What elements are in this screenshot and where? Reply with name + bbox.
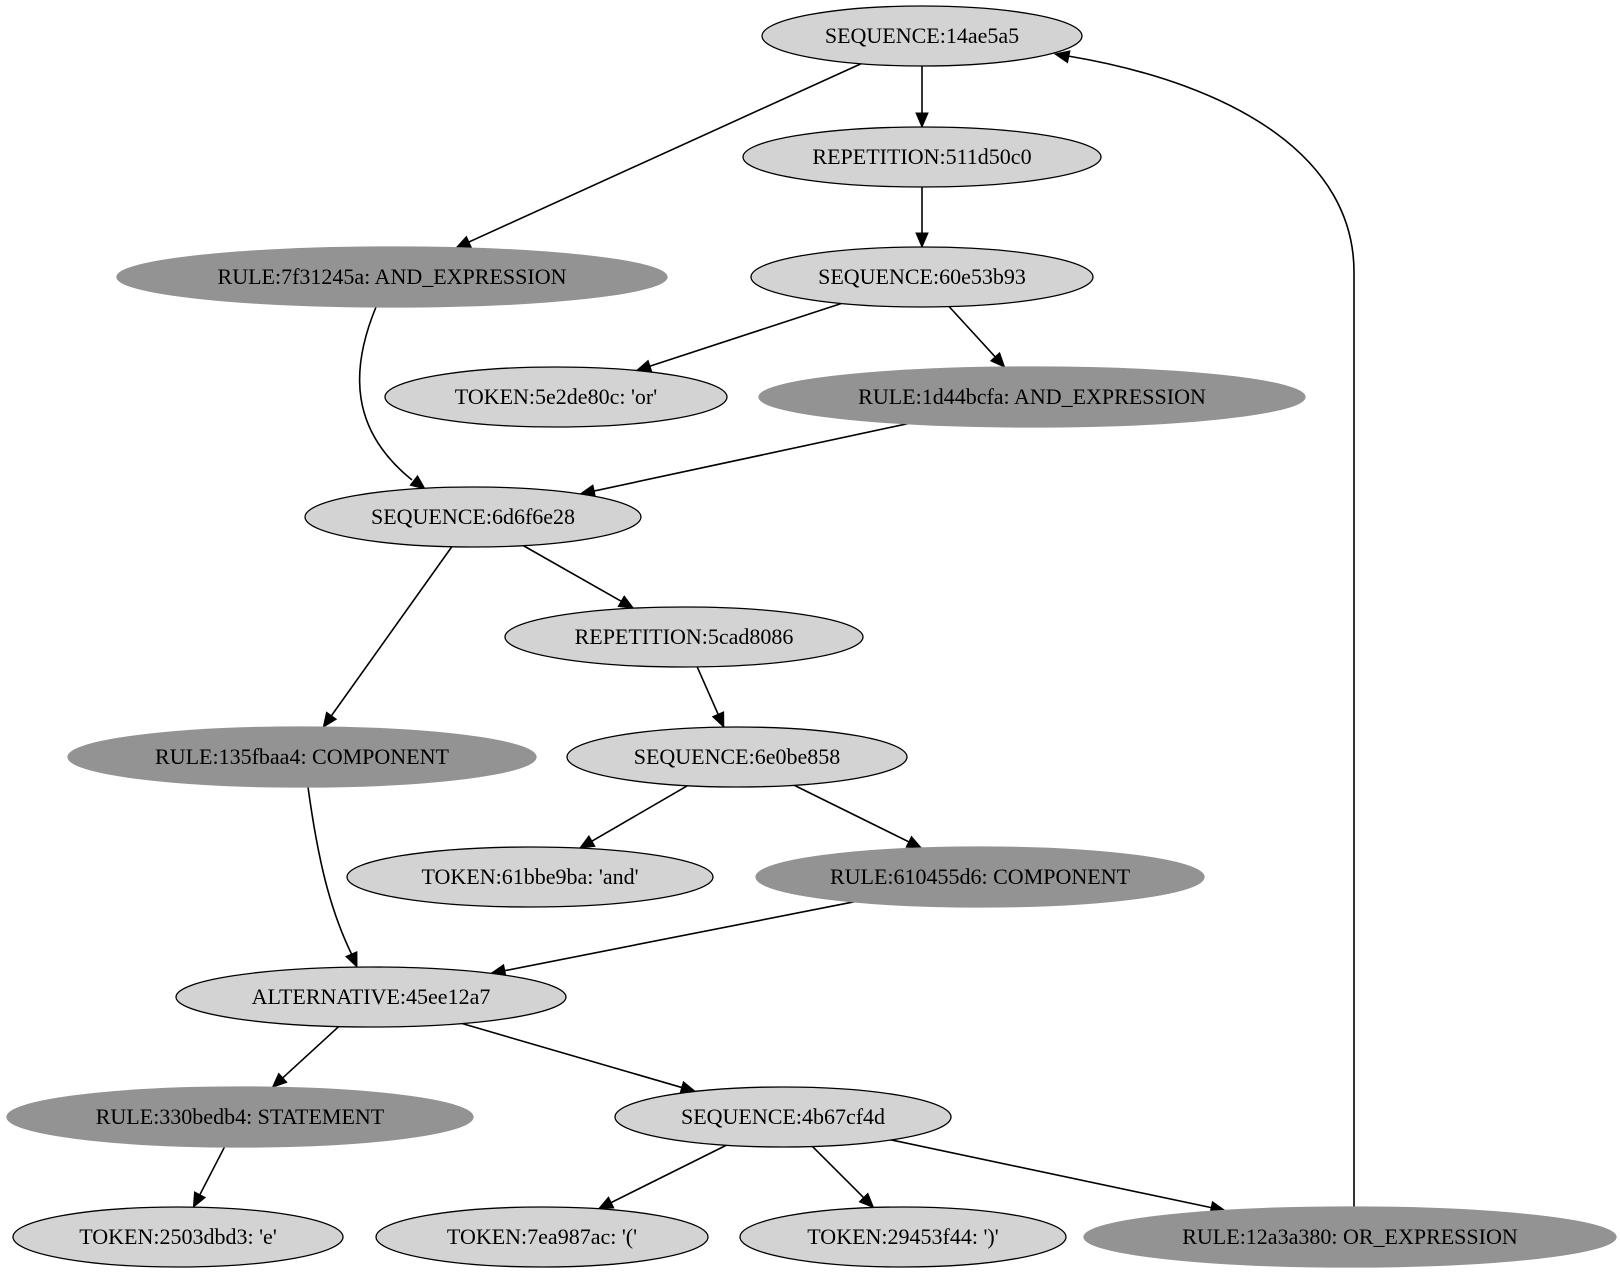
edge-seq_6e0be858-to-rule_610455d6 bbox=[793, 784, 923, 849]
node-ellipse bbox=[175, 966, 567, 1028]
edge-seq_6d6f6e28-to-rep_5cad8086 bbox=[522, 544, 635, 609]
node-ellipse bbox=[116, 246, 668, 308]
node-ellipse bbox=[504, 606, 864, 668]
node-label: RULE:610455d6: COMPONENT bbox=[830, 864, 1131, 889]
node-label: RULE:7f31245a: AND_EXPRESSION bbox=[218, 264, 567, 289]
node-label: TOKEN:29453f44: ')' bbox=[807, 1224, 998, 1249]
node-tok_5e2de80c: TOKEN:5e2de80c: 'or' bbox=[384, 366, 728, 428]
nodes-layer: SEQUENCE:14ae5a5REPETITION:511d50c0RULE:… bbox=[6, 5, 1617, 1268]
node-rep_5cad8086: REPETITION:5cad8086 bbox=[504, 606, 864, 668]
node-label: RULE:12a3a380: OR_EXPRESSION bbox=[1182, 1224, 1518, 1249]
node-ellipse bbox=[346, 846, 714, 908]
node-label: SEQUENCE:6e0be858 bbox=[634, 744, 841, 769]
node-tok_2503dbd3: TOKEN:2503dbd3: 'e' bbox=[12, 1206, 344, 1268]
node-ellipse bbox=[614, 1086, 952, 1148]
node-label: TOKEN:5e2de80c: 'or' bbox=[455, 384, 657, 409]
edge-rep_5cad8086-to-seq_6e0be858 bbox=[696, 666, 725, 729]
node-tok_61bbe9ba: TOKEN:61bbe9ba: 'and' bbox=[346, 846, 714, 908]
node-label: SEQUENCE:6d6f6e28 bbox=[371, 504, 575, 529]
node-ellipse bbox=[750, 246, 1094, 308]
node-label: RULE:135fbaa4: COMPONENT bbox=[155, 744, 449, 769]
edge-rule_330bedb4-to-tok_2503dbd3 bbox=[192, 1146, 226, 1209]
node-ellipse bbox=[739, 1206, 1067, 1268]
node-label: REPETITION:5cad8086 bbox=[575, 624, 794, 649]
node-label: TOKEN:61bbe9ba: 'and' bbox=[421, 864, 638, 889]
edge-rule_7f31245a-to-seq_6d6f6e28 bbox=[358, 306, 427, 490]
node-ellipse bbox=[761, 5, 1083, 67]
node-tok_7ea987ac: TOKEN:7ea987ac: '(' bbox=[375, 1206, 709, 1268]
edge-seq_60e53b93-to-rule_1d44bcfa bbox=[948, 306, 1006, 369]
edge-seq_6e0be858-to-tok_61bbe9ba bbox=[578, 785, 688, 849]
edge-alt_45ee12a7-to-rule_330bedb4 bbox=[271, 1026, 340, 1089]
node-ellipse bbox=[304, 486, 642, 548]
node-label: RULE:1d44bcfa: AND_EXPRESSION bbox=[858, 384, 1206, 409]
edge-seq_4b67cf4d-to-tok_7ea987ac bbox=[597, 1144, 727, 1210]
node-rule_1d44bcfa: RULE:1d44bcfa: AND_EXPRESSION bbox=[758, 366, 1306, 428]
node-rule_7f31245a: RULE:7f31245a: AND_EXPRESSION bbox=[116, 246, 668, 308]
node-label: SEQUENCE:4b67cf4d bbox=[681, 1104, 885, 1129]
node-label: SEQUENCE:60e53b93 bbox=[818, 264, 1026, 289]
edge-seq_4b67cf4d-to-tok_29453f44 bbox=[811, 1145, 875, 1209]
node-label: TOKEN:7ea987ac: '(' bbox=[447, 1224, 637, 1249]
node-ellipse bbox=[1083, 1206, 1617, 1268]
node-label: SEQUENCE:14ae5a5 bbox=[825, 23, 1019, 48]
edge-seq_14ae5a5-to-rep_511d50c0 bbox=[915, 66, 929, 129]
node-label: REPETITION:511d50c0 bbox=[812, 144, 1031, 169]
edge-alt_45ee12a7-to-seq_4b67cf4d bbox=[461, 1022, 697, 1094]
node-seq_6e0be858: SEQUENCE:6e0be858 bbox=[566, 726, 908, 788]
edge-seq_60e53b93-to-tok_5e2de80c bbox=[635, 302, 842, 373]
node-ellipse bbox=[566, 726, 908, 788]
edge-rep_511d50c0-to-seq_60e53b93 bbox=[915, 187, 929, 249]
node-seq_6d6f6e28: SEQUENCE:6d6f6e28 bbox=[304, 486, 642, 548]
node-label: ALTERNATIVE:45ee12a7 bbox=[252, 984, 491, 1009]
node-rep_511d50c0: REPETITION:511d50c0 bbox=[742, 126, 1102, 188]
node-rule_610455d6: RULE:610455d6: COMPONENT bbox=[755, 846, 1205, 908]
node-ellipse bbox=[755, 846, 1205, 908]
node-label: RULE:330bedb4: STATEMENT bbox=[96, 1104, 385, 1129]
edge-rule_1d44bcfa-to-seq_6d6f6e28 bbox=[579, 422, 908, 498]
node-ellipse bbox=[384, 366, 728, 428]
node-tok_29453f44: TOKEN:29453f44: ')' bbox=[739, 1206, 1067, 1268]
node-alt_45ee12a7: ALTERNATIVE:45ee12a7 bbox=[175, 966, 567, 1028]
node-rule_330bedb4: RULE:330bedb4: STATEMENT bbox=[6, 1086, 474, 1148]
node-seq_60e53b93: SEQUENCE:60e53b93 bbox=[750, 246, 1094, 308]
node-ellipse bbox=[6, 1086, 474, 1148]
edge-seq_6d6f6e28-to-rule_135fbaa4 bbox=[322, 546, 453, 729]
node-ellipse bbox=[375, 1206, 709, 1268]
node-label: TOKEN:2503dbd3: 'e' bbox=[79, 1224, 277, 1249]
node-seq_4b67cf4d: SEQUENCE:4b67cf4d bbox=[614, 1086, 952, 1148]
node-seq_14ae5a5: SEQUENCE:14ae5a5 bbox=[761, 5, 1083, 67]
node-ellipse bbox=[12, 1206, 344, 1268]
node-rule_12a3a380: RULE:12a3a380: OR_EXPRESSION bbox=[1083, 1206, 1617, 1268]
node-ellipse bbox=[67, 726, 537, 788]
node-rule_135fbaa4: RULE:135fbaa4: COMPONENT bbox=[67, 726, 537, 788]
node-ellipse bbox=[742, 126, 1102, 188]
edge-seq_4b67cf4d-to-rule_12a3a380 bbox=[891, 1139, 1227, 1215]
edge-rule_135fbaa4-to-alt_45ee12a7 bbox=[307, 786, 358, 969]
node-ellipse bbox=[758, 366, 1306, 428]
edge-rule_12a3a380-to-seq_14ae5a5 bbox=[1053, 50, 1355, 1207]
edge-rule_610455d6-to-alt_45ee12a7 bbox=[489, 901, 855, 978]
